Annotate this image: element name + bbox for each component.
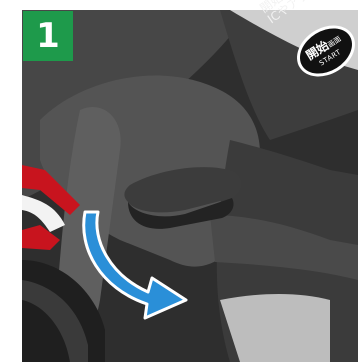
step-number: 1: [36, 19, 60, 53]
start-button-sub-label: 画面: [326, 35, 342, 49]
step-badge: 1: [23, 11, 73, 61]
